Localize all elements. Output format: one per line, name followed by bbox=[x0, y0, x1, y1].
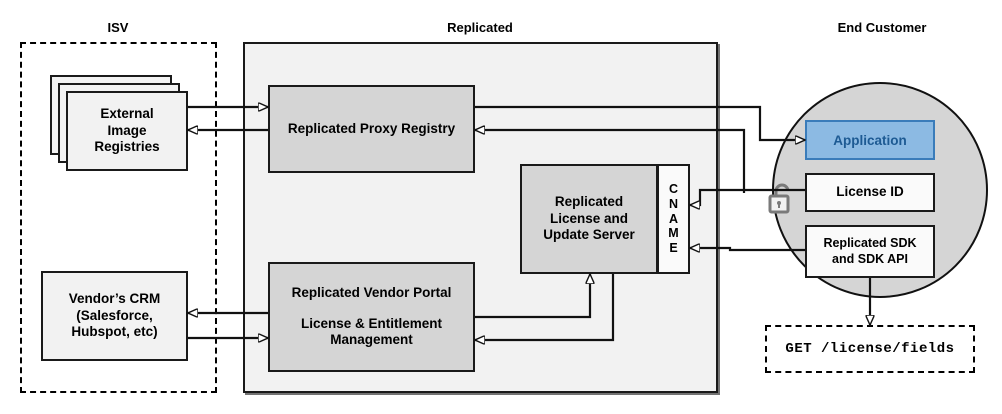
node-application[interactable]: Application bbox=[805, 120, 935, 160]
zone-label-replicated: Replicated bbox=[447, 20, 513, 35]
node-replicated-vendor-portal[interactable]: Replicated Vendor Portal License & Entit… bbox=[268, 262, 475, 372]
isv-zone-boundary bbox=[20, 42, 217, 393]
cname-letter-c: C bbox=[668, 182, 679, 197]
node-vendors-crm[interactable]: Vendor’s CRM (Salesforce, Hubspot, etc) bbox=[41, 271, 188, 361]
open-lock-icon bbox=[766, 180, 796, 216]
zone-label-isv: ISV bbox=[107, 20, 129, 35]
node-replicated-proxy-registry[interactable]: Replicated Proxy Registry bbox=[268, 85, 475, 173]
vendor-portal-subtitle: License & Entitlement Management bbox=[300, 315, 443, 348]
node-api-call-get-license-fields[interactable]: GET /license/fields bbox=[765, 325, 975, 373]
node-external-image-registries[interactable]: External Image Registries bbox=[66, 91, 188, 171]
vendor-portal-title: Replicated Vendor Portal bbox=[291, 284, 452, 300]
cname-letter-m: M bbox=[668, 226, 679, 241]
node-replicated-sdk[interactable]: Replicated SDK and SDK API bbox=[805, 225, 935, 278]
node-replicated-license-and-update-server[interactable]: Replicated License and Update Server bbox=[520, 164, 658, 274]
cname-letter-e: E bbox=[669, 241, 678, 256]
zone-label-end-customer: End Customer bbox=[837, 20, 927, 35]
node-license-id[interactable]: License ID bbox=[805, 173, 935, 212]
node-cname-strip: C N A M E bbox=[657, 164, 690, 274]
cname-letter-n: N bbox=[668, 196, 679, 211]
cname-letter-a: A bbox=[668, 211, 679, 226]
